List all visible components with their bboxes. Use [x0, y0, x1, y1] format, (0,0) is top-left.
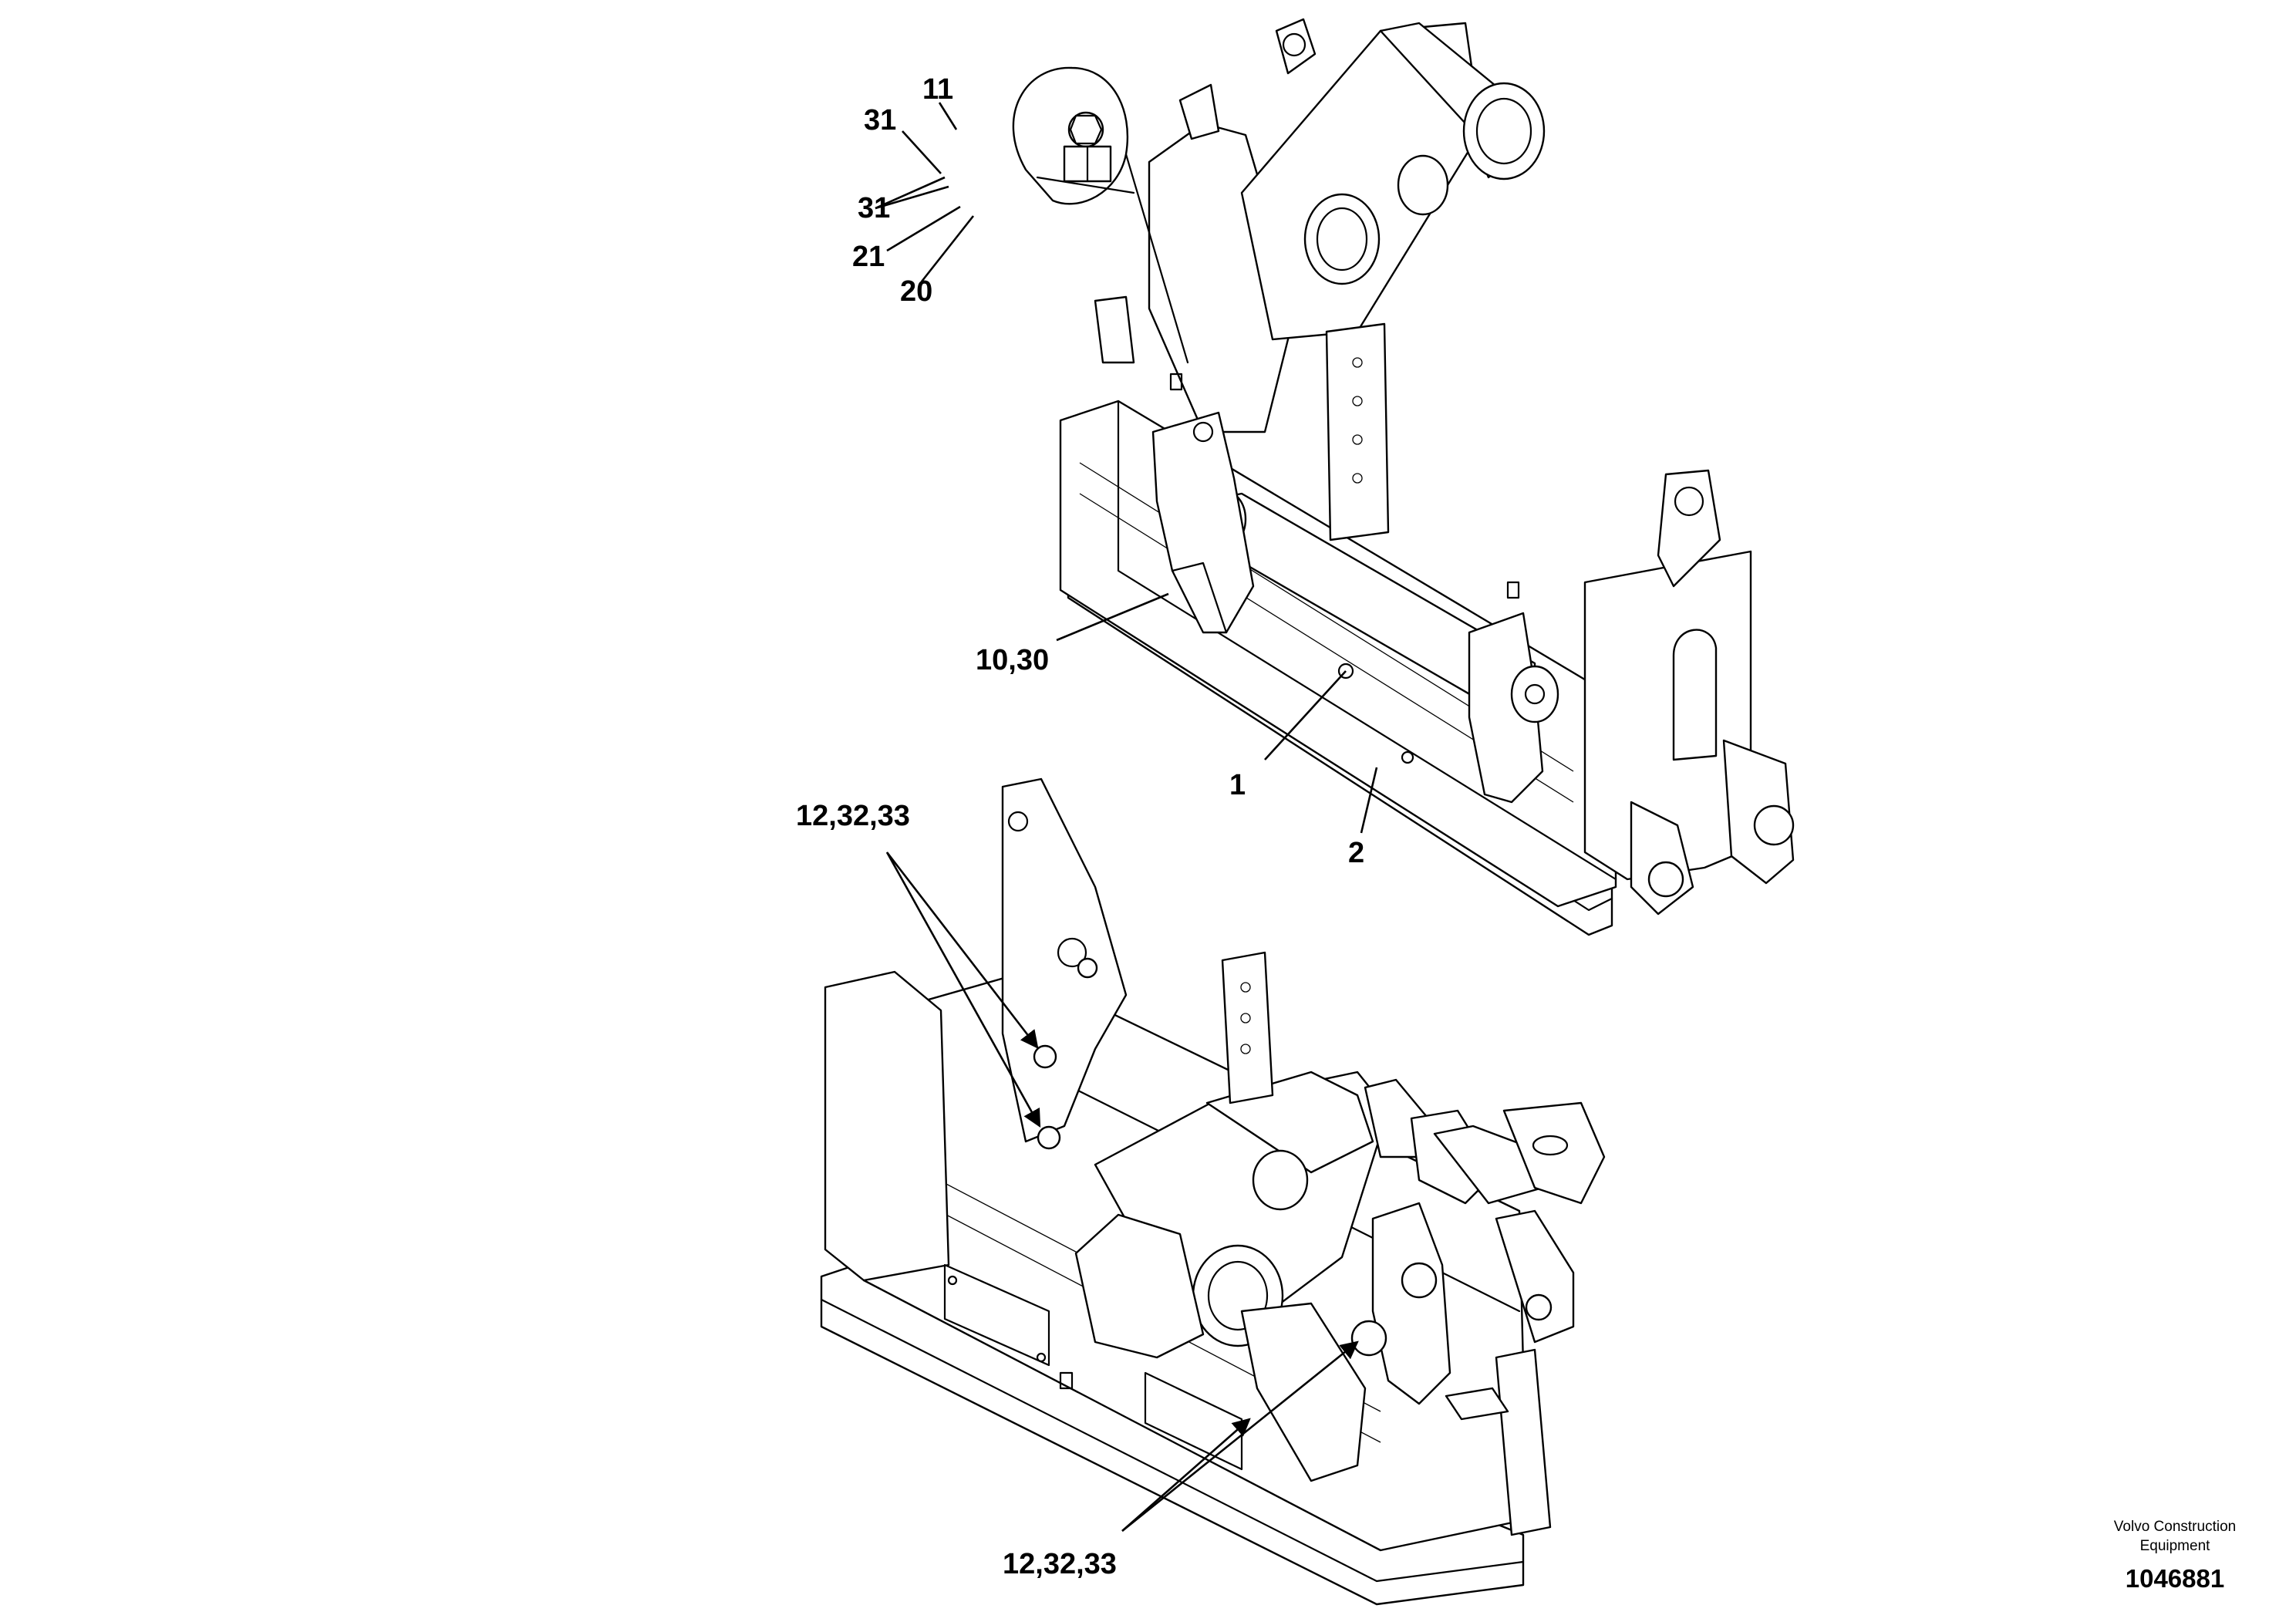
footer-block: Volvo Construction Equipment 1046881 — [2114, 1519, 2236, 1593]
document-number: 1046881 — [2126, 1564, 2224, 1593]
callout-1: 1 — [1229, 769, 1246, 801]
callout-21: 21 — [852, 241, 885, 273]
callout-labels: 11 31 31 21 20 10,30 1 2 12,32,33 12,32,… — [796, 73, 1364, 1580]
callout-20: 20 — [900, 275, 932, 308]
callout-12-32-33-lower: 12,32,33 — [1003, 1548, 1117, 1580]
callout-31-mid: 31 — [858, 192, 890, 224]
brand-line-1: Volvo Construction — [2114, 1519, 2236, 1535]
callout-11: 11 — [922, 73, 953, 106]
callout-12-32-33-upper: 12,32,33 — [796, 800, 910, 832]
callout-leaders — [875, 102, 1378, 1533]
callout-31-top: 31 — [864, 104, 896, 137]
detail-inset — [1012, 66, 1189, 364]
lower-assembly-illustration — [820, 777, 1606, 1606]
callout-10-30: 10,30 — [976, 644, 1049, 676]
callout-2: 2 — [1348, 837, 1364, 869]
upper-assembly-illustration — [1059, 18, 1795, 936]
brand-line-2: Equipment — [2140, 1538, 2211, 1554]
